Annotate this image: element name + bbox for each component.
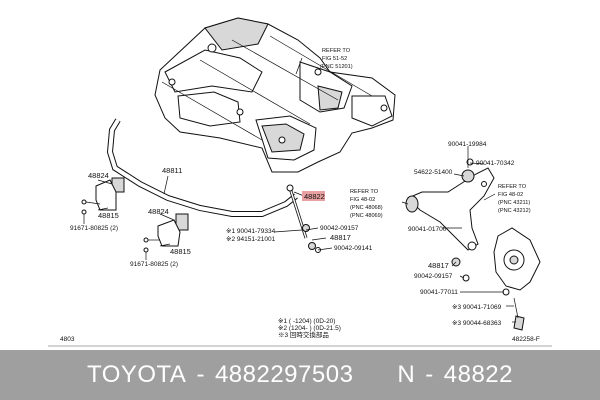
part-91671-lower[interactable]: 91671-80825 (2) bbox=[130, 261, 178, 268]
part-48815-lower[interactable]: 48815 bbox=[170, 247, 191, 256]
front-subframe-drawing bbox=[154, 17, 396, 173]
refer-right-line4: (PNC 43212) bbox=[498, 208, 531, 214]
refer-right-line1: REFER TO bbox=[498, 184, 527, 190]
part-48815-upper[interactable]: 48815 bbox=[98, 211, 119, 220]
refer-top-line3: (PNC 51201) bbox=[320, 64, 353, 70]
part-90042-09157-right[interactable]: 90042-09157 bbox=[414, 273, 453, 280]
part-90041-01700[interactable]: 90041-01700 bbox=[408, 226, 447, 233]
banner-separator-1: - bbox=[196, 361, 205, 388]
lower-control-arm-drawing bbox=[405, 158, 495, 282]
refer-mid-line4: (PNC 48069) bbox=[350, 213, 383, 219]
stabilizer-bushing-upper bbox=[81, 177, 125, 215]
note-3: ※3 回時交換部品 bbox=[278, 330, 329, 339]
refer-mid-line1: REFER TO bbox=[350, 189, 379, 195]
refer-top-line2: FIG 51-52 bbox=[322, 56, 347, 62]
highlight-48822 bbox=[302, 191, 325, 201]
note-1: ※1 ( -1204) (0D-20) bbox=[278, 318, 335, 325]
part-number: 4882297503 bbox=[214, 361, 354, 388]
part-48824-lower[interactable]: 48824 bbox=[148, 207, 169, 216]
part-48817-right[interactable]: 48817 bbox=[428, 261, 449, 270]
part-48824-upper[interactable]: 48824 bbox=[88, 171, 109, 180]
banner-separator-2: - bbox=[425, 361, 434, 388]
leader-lines bbox=[83, 57, 516, 323]
steering-knuckle-drawing bbox=[493, 227, 541, 331]
refer-top-line1: REFER TO bbox=[322, 48, 351, 54]
part-90041-19984[interactable]: 90041-19984 bbox=[448, 141, 487, 148]
refer-right-line2: FIG 48-02 bbox=[498, 192, 523, 198]
refer-mid-line3: (PNC 48068) bbox=[350, 205, 383, 211]
part-91671-upper[interactable]: 91671-80825 (2) bbox=[70, 225, 118, 232]
refer-mid-line2: FIG 48-02 bbox=[350, 197, 375, 203]
refer-right-line3: (PNC 43211) bbox=[498, 200, 530, 206]
exploded-parts-diagram: REFER TO FIG 51-52 (PNC 51201) 48824 488… bbox=[48, 17, 552, 347]
part-48817-left[interactable]: 48817 bbox=[330, 233, 351, 242]
brand-name: TOYOTA bbox=[86, 361, 187, 388]
diagram-code-right: 482258-F bbox=[512, 336, 540, 343]
part-90041-70342[interactable]: 90041-70342 bbox=[476, 160, 515, 167]
pnc-number: 48822 bbox=[443, 361, 514, 388]
part-90041-79334[interactable]: ※1 90041-79334 bbox=[226, 228, 276, 235]
part-90041-71069[interactable]: ※3 90041-71069 bbox=[452, 304, 502, 311]
part-48811[interactable]: 48811 bbox=[162, 166, 182, 175]
diagram-code-left: 4803 bbox=[60, 336, 75, 343]
pnc-prefix: N bbox=[397, 361, 416, 388]
part-90042-09141[interactable]: 90042-09141 bbox=[334, 245, 373, 252]
part-94151-21001[interactable]: ※2 94151-21001 bbox=[226, 236, 276, 243]
part-90044-68363[interactable]: ※3 90044-68363 bbox=[452, 320, 502, 327]
stabilizer-bar-drawing bbox=[106, 118, 298, 217]
part-48822[interactable]: 48822 bbox=[304, 192, 325, 201]
note-2: ※2 (1204- ) (0D-21.5) bbox=[278, 325, 341, 332]
part-90041-77011[interactable]: 90041-77011 bbox=[420, 289, 458, 296]
part-54622-51400[interactable]: 54622-51400 bbox=[414, 169, 453, 176]
part-90042-09157-left[interactable]: 90042-09157 bbox=[320, 225, 359, 232]
part-number-banner: TOYOTA - 4882297503 N - 48822 bbox=[0, 350, 600, 400]
